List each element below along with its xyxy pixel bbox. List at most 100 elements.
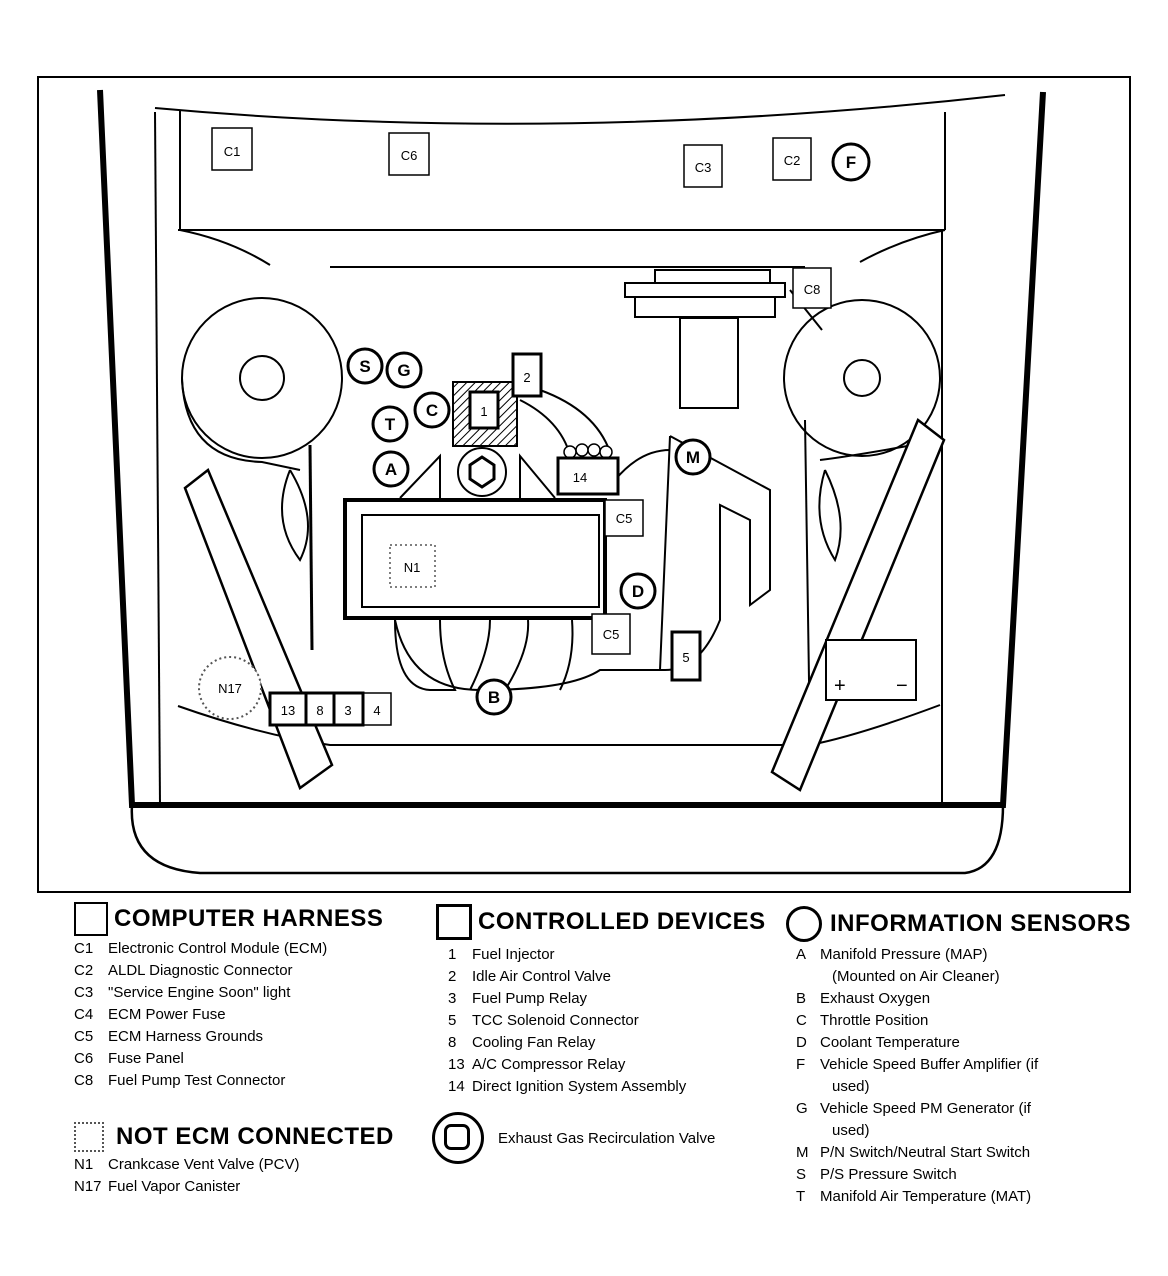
- legend-item-text: Vehicle Speed PM Generator (if: [820, 1100, 1031, 1117]
- legend-item-code: C6: [74, 1050, 94, 1067]
- harness-c5-upper: C5: [604, 499, 644, 537]
- battery-minus: −: [896, 675, 908, 697]
- legend-item-text: "Service Engine Soon" light: [108, 984, 291, 1001]
- legend-item-code: 3: [448, 990, 457, 1007]
- legend-item-text: used): [832, 1122, 870, 1139]
- legend-item-code: D: [796, 1034, 807, 1051]
- legend-item-text: Fuse Panel: [108, 1050, 184, 1067]
- dotted-square-symbol-icon: [74, 1122, 104, 1152]
- svg-text:14: 14: [573, 470, 587, 485]
- legend-information-sensors-title-row: INFORMATION SENSORS: [786, 906, 1146, 942]
- square-symbol-icon: [74, 902, 108, 936]
- legend-item-code: 2: [448, 968, 457, 985]
- svg-text:C2: C2: [784, 153, 801, 168]
- legend-item: S P/S Pressure Switch: [796, 1164, 1146, 1186]
- svg-text:1: 1: [480, 404, 487, 419]
- legend-item-text: Manifold Pressure (MAP): [820, 946, 988, 963]
- egr-valve-icon: [432, 1112, 484, 1164]
- legend-item-text: Fuel Pump Relay: [472, 990, 588, 1007]
- legend-item-text: Idle Air Control Valve: [472, 968, 611, 985]
- legend-item-code: B: [796, 990, 807, 1007]
- svg-text:D: D: [632, 582, 644, 601]
- diagram-frame: [37, 76, 1131, 893]
- air-cleaner: [624, 269, 823, 409]
- legend-item-text: Cooling Fan Relay: [472, 1034, 596, 1051]
- legend-item-text: Direct Ignition System Assembly: [472, 1078, 687, 1095]
- device-13-ac-relay: 13: [268, 691, 308, 727]
- legend-egr-text: Exhaust Gas Recirculation Valve: [498, 1129, 716, 1147]
- legend-item-text: Electronic Control Module (ECM): [108, 940, 328, 957]
- legend-item-text: Throttle Position: [820, 1012, 929, 1029]
- sensor-m: M: [674, 438, 712, 476]
- legend-item-text: ECM Power Fuse: [108, 1006, 226, 1023]
- legend-item-code: G: [796, 1100, 808, 1117]
- legend-item-code: 13: [448, 1056, 465, 1073]
- legend-item-code: C8: [74, 1072, 94, 1089]
- svg-text:B: B: [488, 688, 500, 707]
- legend-item: C8 Fuel Pump Test Connector: [74, 1070, 414, 1092]
- right-strut: [770, 418, 946, 792]
- device-14-dis-assembly: 14: [556, 443, 620, 496]
- harness-c5-lower: C5: [591, 613, 631, 655]
- legend-item-code: N17: [74, 1178, 102, 1195]
- harness-c3: C3: [683, 144, 723, 188]
- thick-square-symbol-icon: [436, 904, 472, 940]
- svg-text:N1: N1: [404, 560, 421, 575]
- legend-item-text: P/S Pressure Switch: [820, 1166, 957, 1183]
- intake-manifold-inner: [361, 514, 600, 608]
- svg-text:A: A: [385, 460, 397, 479]
- legend-item-code: C4: [74, 1006, 94, 1023]
- legend-item-code: 14: [448, 1078, 465, 1095]
- legend-item: used): [796, 1076, 1146, 1098]
- not-ecm-n1: N1: [389, 544, 436, 588]
- sensor-s: S: [346, 347, 384, 385]
- svg-text:13: 13: [281, 703, 295, 718]
- device-2-idle-air-control: 2: [511, 352, 543, 398]
- legend-item-code: [796, 1120, 820, 1142]
- legend-item-code: M: [796, 1144, 809, 1161]
- device-1-fuel-injector: 1: [452, 381, 518, 447]
- legend-controlled-devices-title: CONTROLLED DEVICES: [478, 908, 766, 935]
- svg-text:C1: C1: [224, 144, 241, 159]
- sensor-g: G: [385, 351, 423, 389]
- legend-item-code: 8: [448, 1034, 457, 1051]
- device-3-fuel-pump-relay: 3: [332, 691, 365, 727]
- harness-c4: 4: [362, 692, 392, 726]
- svg-text:C3: C3: [695, 160, 712, 175]
- legend-computer-harness-title-row: COMPUTER HARNESS: [74, 902, 414, 936]
- svg-text:G: G: [397, 361, 410, 380]
- svg-text:C8: C8: [804, 282, 821, 297]
- svg-text:C: C: [426, 401, 438, 420]
- legend-computer-harness-title: COMPUTER HARNESS: [114, 905, 384, 932]
- legend-item-code: N1: [74, 1156, 94, 1173]
- legend-controlled-devices-title-row: CONTROLLED DEVICES: [436, 904, 776, 940]
- legend-item-code: C5: [74, 1028, 94, 1045]
- legend-item: C3"Service Engine Soon" light: [74, 982, 414, 1004]
- not-ecm-n17: N17: [198, 656, 262, 720]
- legend-item-code: F: [796, 1056, 806, 1073]
- legend-item-code: S: [796, 1166, 807, 1183]
- legend-item-text: Fuel Pump Test Connector: [108, 1072, 286, 1089]
- sensor-a: A: [372, 450, 410, 488]
- legend-item: C4 ECM Power Fuse: [74, 1004, 414, 1026]
- legend-item: used): [796, 1120, 1146, 1142]
- legend-item: C6 Fuse Panel: [74, 1048, 414, 1070]
- sensor-c: C: [413, 391, 451, 429]
- sensor-f: F: [831, 142, 871, 182]
- legend-item-code: 5: [448, 1012, 457, 1029]
- legend-item-text: used): [832, 1078, 870, 1095]
- legend-item-text: Exhaust Oxygen: [820, 990, 931, 1007]
- circle-symbol-icon: [786, 906, 822, 942]
- sensor-t: T: [371, 405, 409, 443]
